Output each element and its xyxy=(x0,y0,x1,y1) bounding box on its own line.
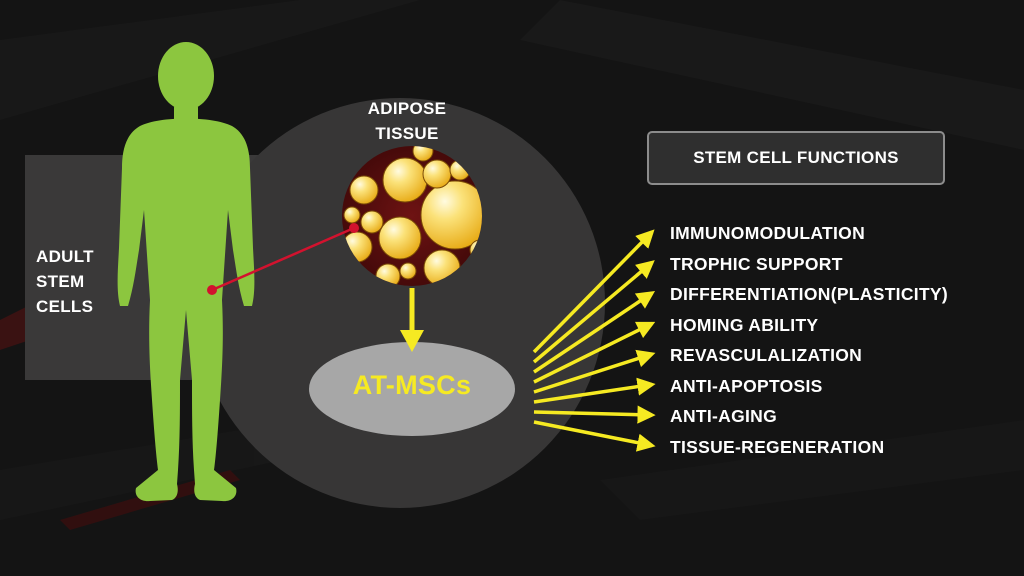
function-item: DIFFERENTIATION(PLASTICITY) xyxy=(670,284,949,304)
adipose-tissue-icon xyxy=(342,146,482,286)
adult-stem-cells-line-2: STEM xyxy=(36,272,85,291)
stem-cell-functions-title: STEM CELL FUNCTIONS xyxy=(647,131,945,185)
function-arrow xyxy=(533,420,656,452)
adipose-tissue-line-2: TISSUE xyxy=(375,124,439,143)
function-item: REVASCULALIZATION xyxy=(670,345,863,365)
function-arrow xyxy=(532,229,655,354)
tissue-pointer-line xyxy=(207,223,359,295)
function-arrow xyxy=(533,377,656,404)
function-item: ANTI-APOPTOSIS xyxy=(670,375,823,396)
adipose-tissue-label: ADIPOSE TISSUE xyxy=(352,96,462,146)
adult-stem-cells-label: ADULT STEM CELLS xyxy=(36,244,94,319)
adult-stem-cells-line-3: CELLS xyxy=(36,297,94,316)
at-mscs-ellipse xyxy=(309,342,515,436)
tissue-to-mscs-arrow xyxy=(400,288,424,352)
function-item: TROPHIC SUPPORT xyxy=(670,253,843,274)
adipose-tissue-line-1: ADIPOSE xyxy=(367,99,447,118)
function-item: TISSUE-REGENERATION xyxy=(670,436,885,457)
function-item: ANTI-AGING xyxy=(670,406,778,426)
function-arrows xyxy=(532,229,656,452)
function-arrow xyxy=(533,321,656,384)
functions-list: IMMUNOMODULATION TROPHIC SUPPORT DIFFERE… xyxy=(670,221,948,465)
function-arrow xyxy=(533,405,656,424)
function-item: HOMING ABILITY xyxy=(670,314,819,335)
function-arrow xyxy=(533,290,656,374)
human-silhouette-icon xyxy=(117,42,255,502)
function-item: IMMUNOMODULATION xyxy=(670,223,866,243)
function-arrow xyxy=(533,349,656,394)
adult-stem-cells-line-1: ADULT xyxy=(36,247,94,266)
at-mscs-label: AT-MSCs xyxy=(352,370,472,400)
function-arrow xyxy=(532,260,655,364)
